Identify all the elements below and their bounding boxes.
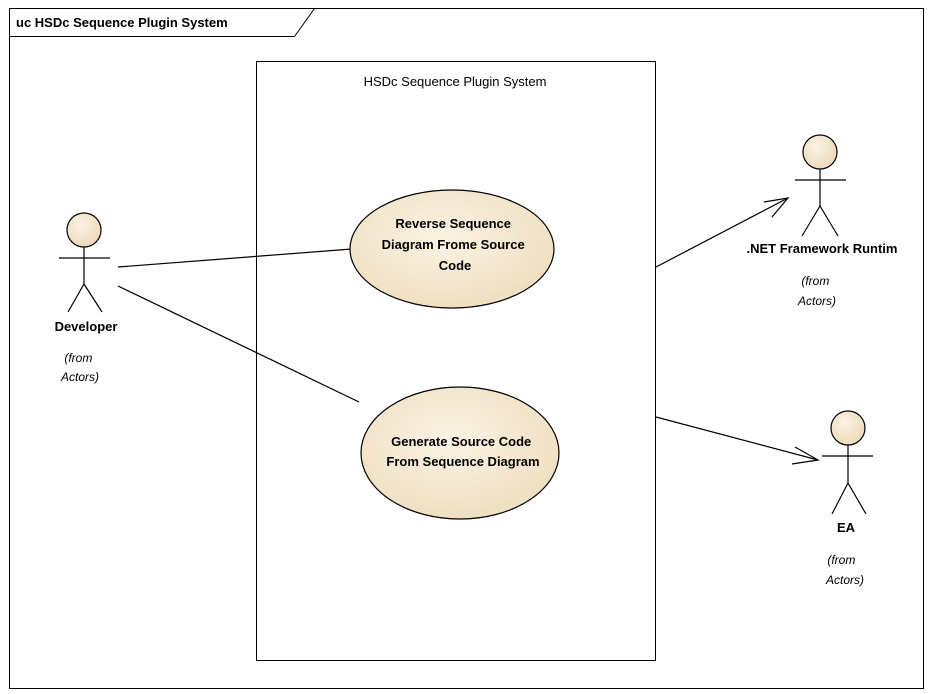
svg-text:(from Actors): (from Actors) — [797, 274, 836, 308]
actor-developer-name: Developer — [55, 319, 118, 334]
svg-text:Generate Source Code Fro: Generate Source Code From Sequence Diagr… — [386, 434, 539, 469]
stick-figure-icon — [795, 134, 846, 237]
actor-ea-name: EA — [837, 520, 856, 535]
actor-dotnet-package-line-1: (from — [801, 274, 829, 288]
actor-developer-package-line-1: (from — [64, 351, 92, 365]
use-case-generate[interactable]: Generate Source Code From Sequence Diagr… — [360, 386, 560, 520]
actor-dotnet-name: .NET Framework Runtim — [747, 241, 898, 256]
actor-developer[interactable]: Developer (from Actors) — [55, 212, 118, 384]
association-developer-generate — [117, 285, 360, 403]
dependency-system-ea — [655, 416, 819, 461]
actor-developer-package-line-2: Actors) — [60, 370, 99, 384]
svg-text:(from Actors): (from Actors) — [60, 351, 99, 384]
use-case-reverse-line-3: Code — [439, 258, 472, 273]
use-case-generate-line-1: Generate Source Code — [391, 434, 531, 449]
stick-figure-icon — [822, 410, 873, 515]
use-case-reverse-line-1: Reverse Sequence — [395, 216, 511, 231]
use-case-generate-line-2: From Sequence Diagram — [386, 454, 539, 469]
use-case-reverse-line-2: Diagram Frome Source — [382, 237, 525, 252]
system-boundary-title: HSDc Sequence Plugin System — [364, 74, 547, 89]
system-boundary: HSDc Sequence Plugin System — [256, 61, 656, 661]
use-case-reverse[interactable]: Reverse Sequence Diagram Frome Source Co… — [349, 189, 555, 309]
actor-ea-package-line-1: (from — [827, 553, 855, 567]
svg-text:(from Actors): (from Actors) — [825, 553, 864, 587]
actor-ea[interactable]: EA (from Actors) — [822, 410, 873, 587]
dependency-system-dotnet — [655, 197, 789, 268]
actor-ea-package-line-2: Actors) — [825, 573, 864, 587]
frame-tab — [9, 8, 316, 37]
association-developer-reverse — [117, 248, 353, 268]
arrowhead-ea — [791, 446, 820, 465]
frame-title: uc HSDc Sequence Plugin System — [16, 15, 228, 30]
svg-text:Reverse Sequence Diagram: Reverse Sequence Diagram Frome Source Co… — [382, 216, 529, 273]
actor-dotnet-package-line-2: Actors) — [797, 294, 836, 308]
arrowhead-dotnet — [763, 197, 790, 218]
stick-figure-icon — [59, 212, 110, 313]
connections — [117, 197, 820, 465]
actor-dotnet-runtime[interactable]: .NET Framework Runtim (from Actors) — [747, 134, 898, 308]
